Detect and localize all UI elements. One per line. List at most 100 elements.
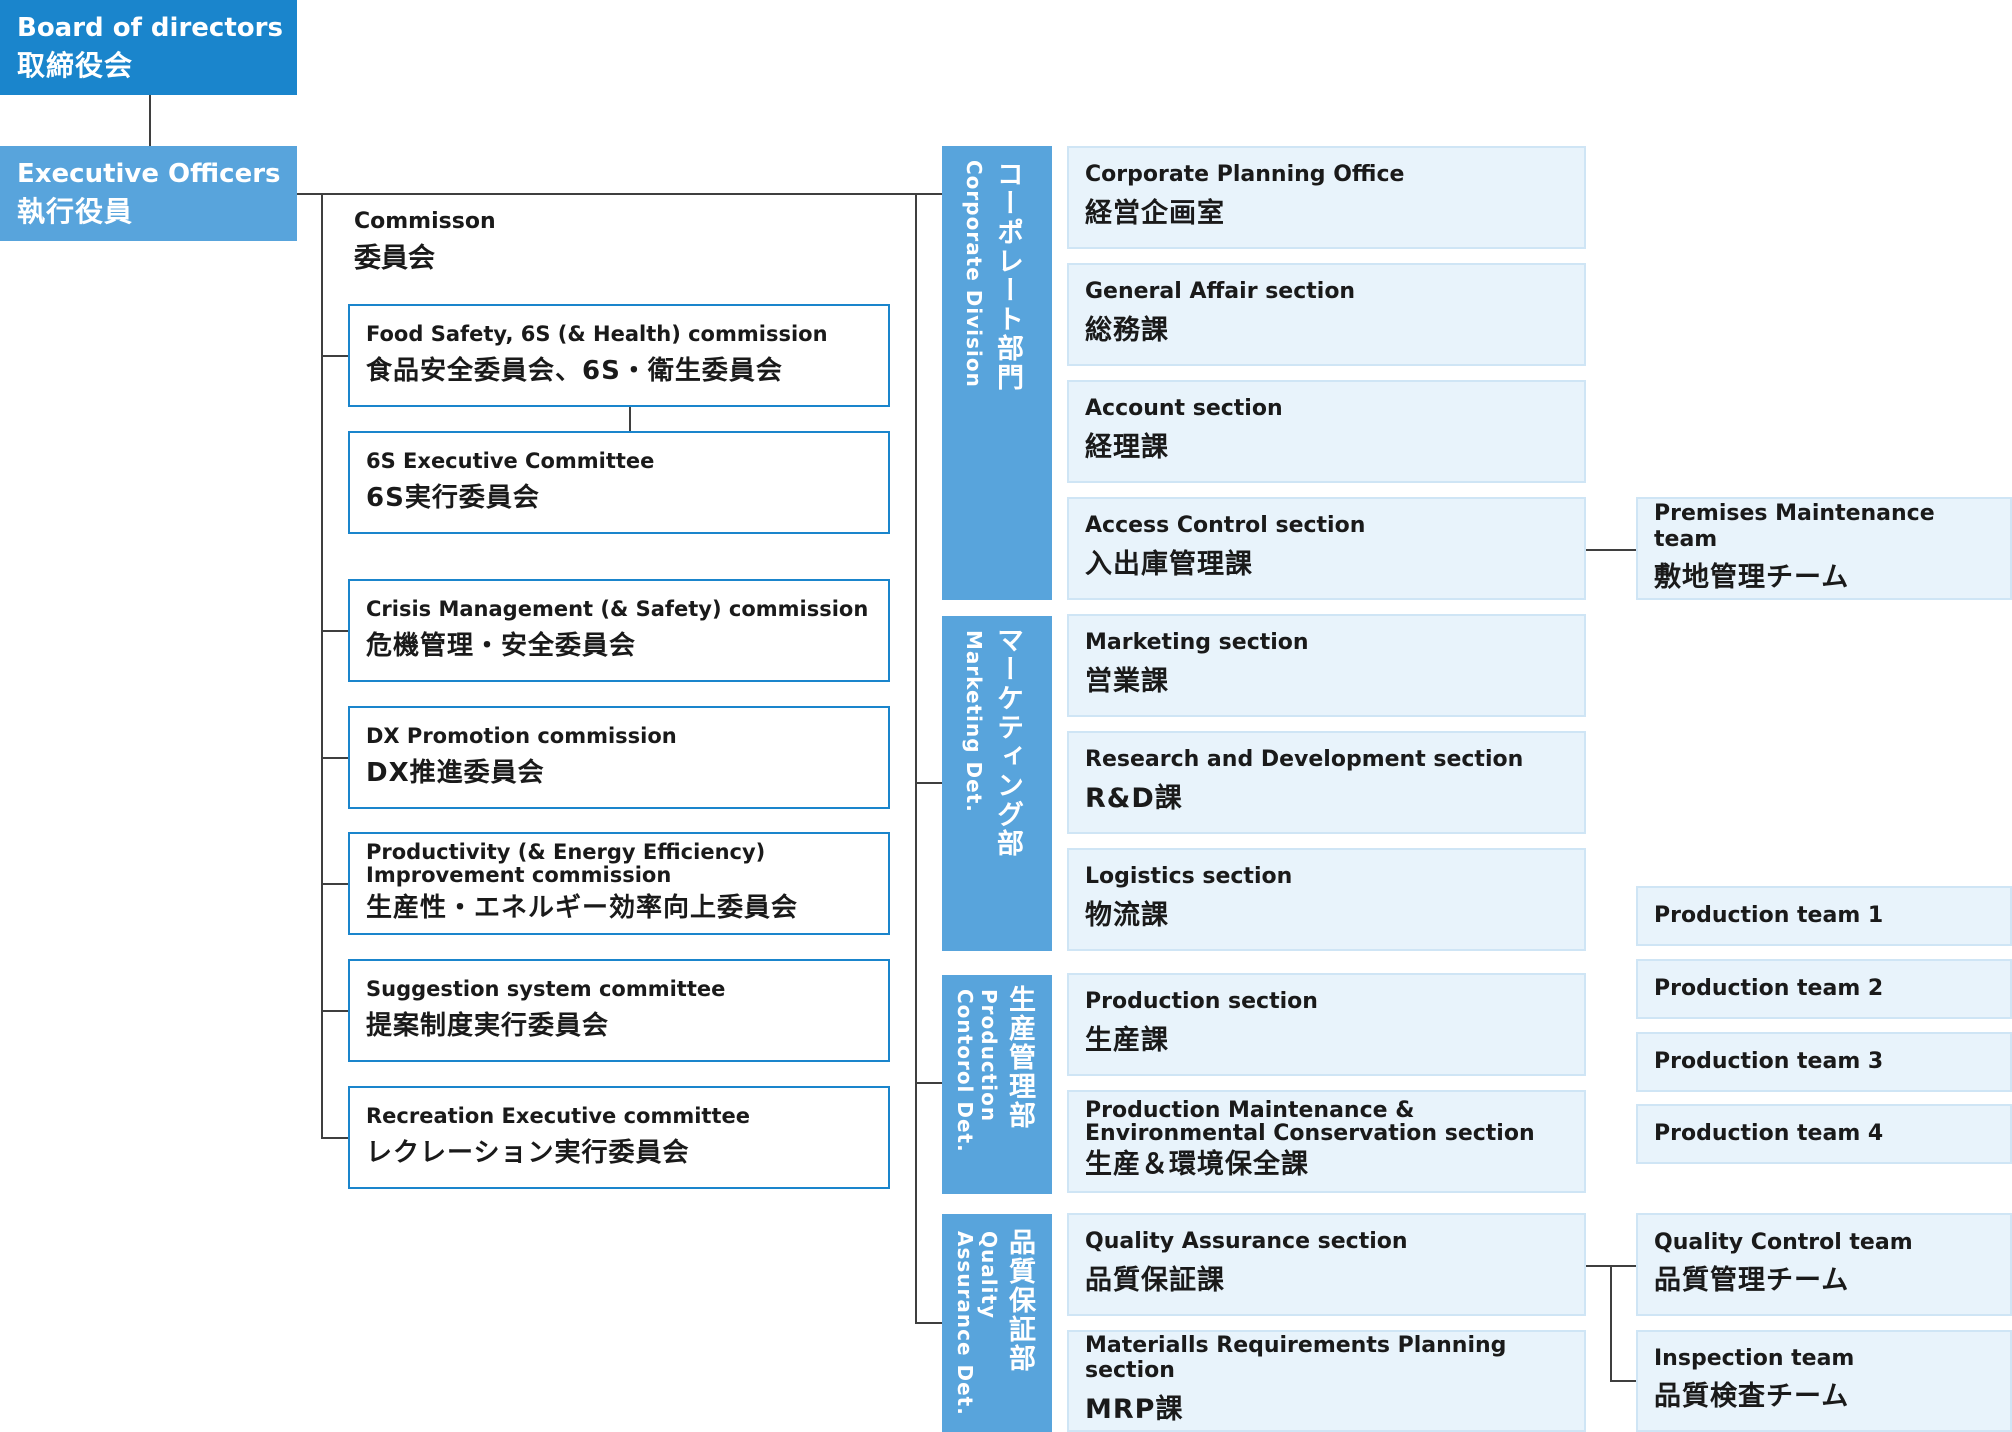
section-corporate-planning: Corporate Planning Office 経営企画室	[1067, 146, 1586, 249]
connector-exec-main	[297, 193, 943, 195]
commission-jp: レクレーション実行委員会	[366, 1137, 690, 1168]
commission-en: Recreation Executive committee	[366, 1103, 750, 1128]
section-jp: 品質保証課	[1085, 1265, 1225, 1296]
commission-header-jp: 委員会	[354, 243, 435, 274]
team-production-4: Production team 4	[1636, 1104, 2012, 1164]
team-en: Quality Control team	[1654, 1229, 1913, 1255]
connector-division-spine	[915, 193, 917, 1324]
connector-commission-4	[321, 757, 349, 759]
connector-division-marketing	[915, 782, 943, 784]
board-title-en: Board of directors	[17, 13, 283, 43]
section-jp: 経営企画室	[1085, 198, 1225, 229]
commission-food-safety: Food Safety, 6S (& Health) commission 食品…	[348, 304, 890, 407]
executive-title-en: Executive Officers	[17, 159, 281, 189]
connector-commission-1-2	[629, 406, 631, 432]
connector-qa-inspection	[1610, 1380, 1637, 1382]
section-logistics: Logistics section 物流課	[1067, 848, 1586, 951]
section-research-development: Research and Development section R&D課	[1067, 731, 1586, 834]
division-label-en1: Production	[977, 989, 1001, 1123]
section-general-affair: General Affair section 総務課	[1067, 263, 1586, 366]
connector-division-production	[915, 1082, 943, 1084]
section-account: Account section 経理課	[1067, 380, 1586, 483]
connector-commission-3	[321, 630, 349, 632]
team-en: Production team 3	[1654, 1049, 1884, 1074]
commission-en: Productivity (& Energy Efficiency) Impro…	[366, 839, 766, 887]
connector-commission-spine	[321, 193, 323, 1139]
division-label-en2: Assurance Det.	[953, 1231, 977, 1416]
team-en: Production team 1	[1654, 903, 1884, 928]
team-jp: 品質管理チーム	[1654, 1264, 1850, 1296]
division-marketing: マーケティング部 Marketing Det.	[942, 616, 1052, 951]
section-en: Materialls Requirements Planning section	[1085, 1333, 1507, 1383]
commission-jp: 食品安全委員会、6S・衛生委員会	[366, 355, 783, 386]
team-production-3: Production team 3	[1636, 1032, 2012, 1092]
commission-jp: 危機管理・安全委員会	[366, 630, 637, 661]
section-jp: 総務課	[1085, 315, 1169, 346]
commission-header: Commisson 委員会	[354, 206, 496, 280]
team-en: Premises Maintenance team	[1654, 500, 1935, 552]
commission-recreation: Recreation Executive committee レクレーション実行…	[348, 1086, 890, 1189]
team-en: Production team 2	[1654, 976, 1884, 1001]
team-production-1: Production team 1	[1636, 886, 2012, 946]
division-label-en: Corporate Division	[962, 160, 986, 388]
connector-qa-quality-control	[1610, 1265, 1637, 1267]
division-label-en2: Contorol Det.	[953, 989, 977, 1153]
commission-header-en: Commisson	[354, 209, 496, 234]
executive-officers-box: Executive Officers 執行役員	[0, 146, 297, 241]
commission-en: Suggestion system committee	[366, 976, 726, 1001]
connector-commission-1	[321, 355, 349, 357]
division-label-en1: Quality	[977, 1231, 1001, 1320]
section-en: Research and Development section	[1085, 747, 1524, 772]
team-en: Production team 4	[1654, 1121, 1884, 1146]
division-corporate: コーポレート部門 Corporate Division	[942, 146, 1052, 600]
section-mrp: Materialls Requirements Planning section…	[1067, 1330, 1586, 1432]
team-inspection: Inspection team 品質検査チーム	[1636, 1330, 2012, 1432]
executive-title-jp: 執行役員	[17, 195, 134, 228]
section-jp: 営業課	[1085, 666, 1169, 697]
commission-jp: 提案制度実行委員会	[366, 1010, 610, 1041]
division-label-jp: 品質保証部	[1004, 1228, 1035, 1373]
connector-board-exec	[149, 95, 151, 147]
section-en: Production section	[1085, 989, 1318, 1014]
team-premises-maintenance: Premises Maintenance team 敷地管理チーム	[1636, 497, 2012, 600]
team-en: Inspection team	[1654, 1346, 1855, 1371]
section-jp: MRP課	[1085, 1394, 1184, 1425]
team-jp: 品質検査チーム	[1654, 1381, 1850, 1412]
board-of-directors-box: Board of directors 取締役会	[0, 0, 297, 95]
section-jp: 生産課	[1085, 1025, 1169, 1056]
division-production-control: 生産管理部 Production Contorol Det.	[942, 975, 1052, 1194]
division-label-jp: 生産管理部	[1004, 985, 1035, 1130]
connector-commission-7	[321, 1137, 349, 1139]
section-en: General Affair section	[1085, 279, 1356, 304]
team-quality-control: Quality Control team 品質管理チーム	[1636, 1213, 2012, 1316]
team-production-2: Production team 2	[1636, 959, 2012, 1019]
commission-jp: 生産性・エネルギー効率向上委員会	[366, 892, 799, 923]
commission-jp: DX推進委員会	[366, 757, 545, 788]
commission-suggestion-system: Suggestion system committee 提案制度実行委員会	[348, 959, 890, 1062]
division-quality-assurance: 品質保証部 Quality Assurance Det.	[942, 1214, 1052, 1432]
section-en: Quality Assurance section	[1085, 1229, 1408, 1254]
commission-crisis-management: Crisis Management (& Safety) commission …	[348, 579, 890, 682]
section-marketing: Marketing section 営業課	[1067, 614, 1586, 717]
section-en: Logistics section	[1085, 864, 1293, 889]
commission-en: Crisis Management (& Safety) commission	[366, 596, 869, 621]
connector-access-premises	[1585, 549, 1637, 551]
section-en: Account section	[1085, 396, 1283, 421]
division-label-en: Marketing Det.	[962, 630, 986, 813]
commission-en: DX Promotion commission	[366, 723, 677, 748]
connector-qa-team-spine	[1610, 1265, 1612, 1382]
section-en: Marketing section	[1085, 630, 1309, 655]
team-jp: 敷地管理チーム	[1654, 561, 1850, 593]
section-en: Production Maintenance & Environmental C…	[1085, 1098, 1535, 1146]
board-title-jp: 取締役会	[17, 49, 134, 82]
commission-dx-promotion: DX Promotion commission DX推進委員会	[348, 706, 890, 809]
commission-jp: 6S実行委員会	[366, 482, 540, 513]
section-jp: 入出庫管理課	[1085, 549, 1253, 580]
section-production: Production section 生産課	[1067, 973, 1586, 1076]
connector-commission-5	[321, 883, 349, 885]
section-en: Access Control section	[1085, 513, 1366, 538]
section-production-maintenance: Production Maintenance & Environmental C…	[1067, 1090, 1586, 1193]
commission-6s-executive: 6S Executive Committee 6S実行委員会	[348, 431, 890, 534]
section-jp: 経理課	[1085, 432, 1169, 463]
connector-division-quality	[915, 1322, 943, 1324]
